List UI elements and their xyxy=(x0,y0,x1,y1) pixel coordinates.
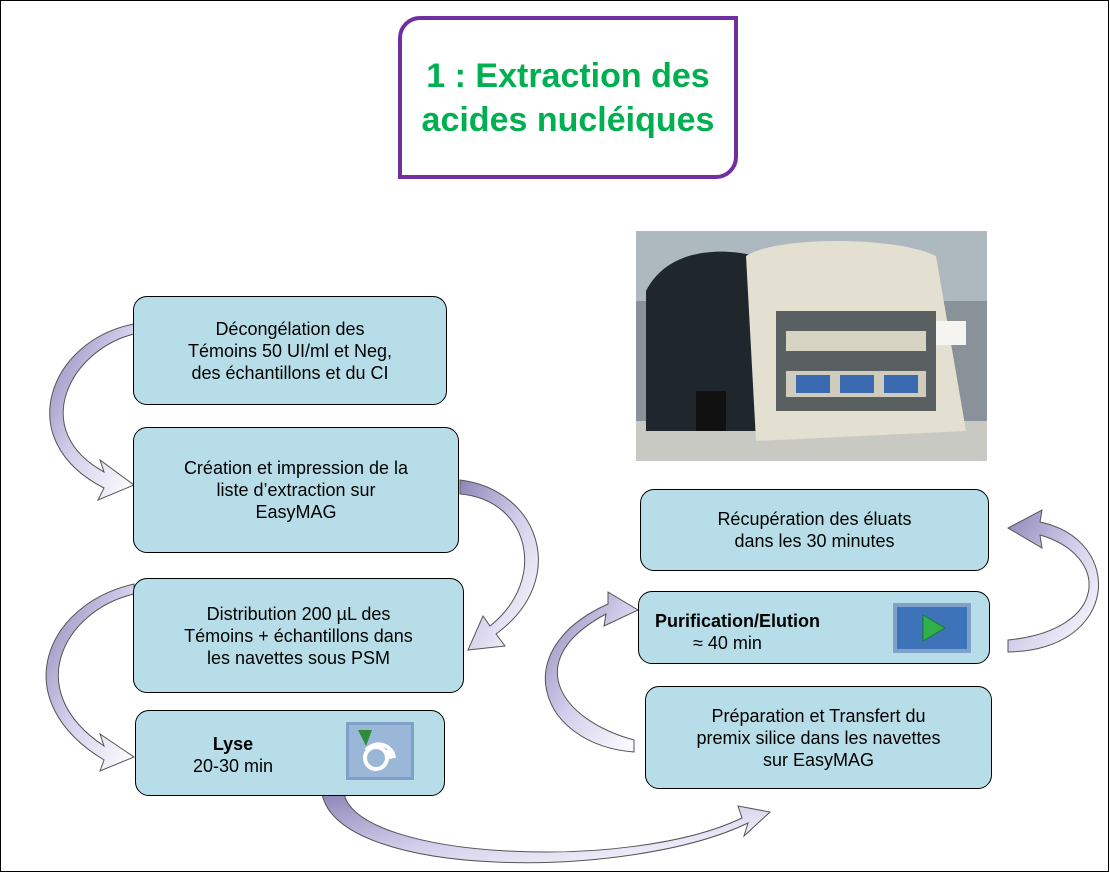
step-lyse-time: 20-30 min xyxy=(192,756,274,776)
step-creation-line-3: EasyMAG xyxy=(255,502,337,522)
arrow-preparation-to-purification xyxy=(545,591,640,753)
step-lyse-label: Lyse xyxy=(212,734,254,754)
title-line-2: acides nucléiques xyxy=(421,100,715,139)
arrow-lyse-to-preparation xyxy=(321,793,772,864)
step-recuperation: Récupération des éluats dans les 30 minu… xyxy=(640,489,989,571)
step-distribution-line-2: Témoins + échantillons dans xyxy=(184,625,413,646)
step-decongelation: Décongélation des Témoins 50 UI/ml et Ne… xyxy=(133,296,447,405)
step-preparation-line-2: premix silice dans les navettes xyxy=(696,727,941,748)
step-purification-time: ≈ 40 min xyxy=(693,633,762,653)
step-creation: Création et impression de la liste d’ext… xyxy=(133,427,459,553)
step-decongelation-line-1: Décongélation des xyxy=(215,318,365,339)
arrow-creation-to-distribution xyxy=(459,479,539,651)
step-preparation: Préparation et Transfert du premix silic… xyxy=(645,686,992,789)
title-box: 1 : Extraction des acides nucléiques xyxy=(398,16,738,179)
play-icon xyxy=(893,603,971,653)
easymag-instrument-photo xyxy=(636,231,987,461)
step-preparation-line-1: Préparation et Transfert du xyxy=(711,705,926,726)
step-recuperation-line-2: dans les 30 minutes xyxy=(734,531,895,551)
step-decongelation-line-2: Témoins 50 UI/ml et Neg, xyxy=(187,340,393,361)
step-distribution: Distribution 200 µL des Témoins + échant… xyxy=(133,578,464,693)
step-decongelation-line-3: des échantillons et du CI xyxy=(191,362,389,383)
arrow-distribution-to-lyse xyxy=(45,583,136,772)
step-recuperation-line-1: Récupération des éluats xyxy=(717,509,912,529)
step-purification-label: Purification/Elution xyxy=(655,611,820,631)
lyse-icon xyxy=(346,722,414,780)
title-line-1: 1 : Extraction des xyxy=(426,56,710,95)
step-creation-line-2: liste d’extraction sur xyxy=(216,480,376,500)
arrow-purification-to-recuperation xyxy=(1006,509,1100,653)
arrow-decongelation-to-creation xyxy=(49,323,136,501)
step-preparation-line-3: sur EasyMAG xyxy=(762,749,875,770)
step-lyse-text: Lyse 20-30 min xyxy=(168,733,298,777)
step-purification-text: Purification/Elution ≈ 40 min xyxy=(655,610,865,654)
step-distribution-line-3: les navettes sous PSM xyxy=(206,647,391,668)
page-title: 1 : Extraction des acides nucléiques xyxy=(422,54,715,142)
step-distribution-line-1: Distribution 200 µL des xyxy=(206,603,391,624)
step-creation-line-1: Création et impression de la xyxy=(183,458,409,478)
